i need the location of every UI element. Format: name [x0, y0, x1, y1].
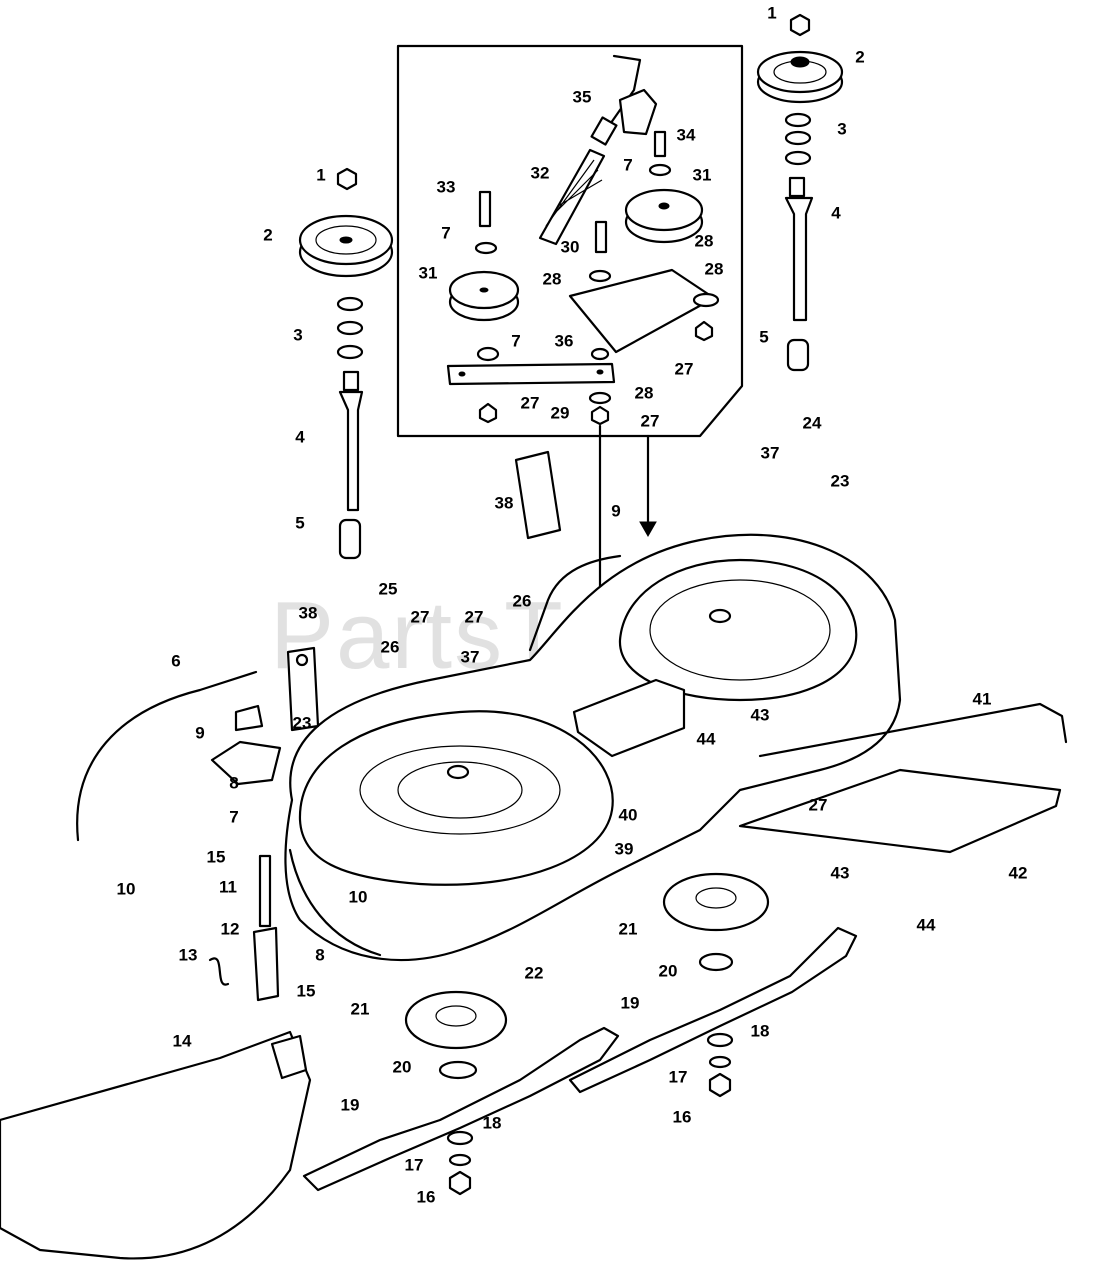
blades	[302, 926, 858, 1192]
callout-c2b: 2	[263, 225, 272, 244]
callout-c31a: 31	[693, 165, 712, 184]
callout-c7a: 7	[229, 807, 238, 826]
callout-c27c: 27	[641, 411, 660, 430]
callout-c9b: 9	[195, 723, 204, 742]
callout-c2a: 2	[855, 47, 864, 66]
callout-c21a: 21	[619, 919, 638, 938]
callout-c27a: 27	[675, 359, 694, 378]
callout-c5a: 5	[759, 327, 768, 346]
callout-c19a: 19	[621, 993, 640, 1012]
callout-c20a: 20	[659, 961, 678, 980]
callout-c4a: 4	[831, 203, 841, 222]
callout-c44b: 44	[917, 915, 936, 934]
callout-c3b: 3	[293, 325, 302, 344]
callout-c27b: 27	[521, 393, 540, 412]
callout-c29: 29	[551, 403, 570, 422]
callout-c38b: 38	[299, 603, 318, 622]
callout-c15a: 15	[207, 847, 226, 866]
callout-c31b: 31	[419, 263, 438, 282]
callout-c30: 30	[561, 237, 580, 256]
callout-c23b: 23	[293, 713, 312, 732]
callout-c32: 32	[531, 163, 550, 182]
callout-c28a: 28	[695, 231, 714, 250]
callout-c36: 36	[555, 331, 574, 350]
callout-c25: 25	[379, 579, 398, 598]
callout-c17a: 17	[669, 1067, 688, 1086]
callout-c40: 40	[619, 805, 638, 824]
callout-c4b: 4	[295, 427, 305, 446]
callout-c11: 11	[219, 877, 237, 896]
callout-c43a: 43	[751, 705, 770, 724]
callout-c27d: 27	[465, 607, 484, 626]
callout-c33: 33	[437, 177, 456, 196]
callout-c12: 12	[221, 919, 240, 938]
callout-c16a: 16	[673, 1107, 692, 1126]
callout-c43b: 43	[831, 863, 850, 882]
callout-c17b: 17	[405, 1155, 424, 1174]
callout-c10b: 10	[349, 887, 368, 906]
callout-c10a: 10	[117, 879, 136, 898]
discharge-chute	[0, 1030, 312, 1260]
callout-c16b: 16	[417, 1187, 436, 1206]
callout-c20b: 20	[393, 1057, 412, 1076]
callout-c1b: 1	[316, 165, 325, 184]
callout-c42: 42	[1009, 863, 1028, 882]
callout-c34: 34	[677, 125, 696, 144]
callout-c21b: 21	[351, 999, 370, 1018]
callout-c6: 6	[171, 651, 180, 670]
callout-c44a: 44	[697, 729, 716, 748]
callout-c23a: 23	[831, 471, 850, 490]
left-hardware	[76, 450, 562, 1002]
callout-c9a: 9	[611, 501, 620, 520]
callout-c7i3: 7	[511, 331, 520, 350]
callout-c37a: 37	[761, 443, 780, 462]
deck-housing	[284, 533, 902, 962]
callout-c7i2: 7	[441, 223, 450, 242]
callout-c18b: 18	[483, 1113, 502, 1132]
blade-arbors	[404, 872, 770, 1196]
callout-c27e: 27	[411, 607, 430, 626]
callout-c13: 13	[179, 945, 198, 964]
left-spindle-stack	[298, 167, 394, 560]
callout-c8a: 8	[229, 773, 238, 792]
idler-assembly-inset	[396, 44, 744, 438]
callout-c37b: 37	[461, 647, 480, 666]
callout-c27f: 27	[809, 795, 828, 814]
callout-c28d: 28	[635, 383, 654, 402]
callout-c5b: 5	[295, 513, 304, 532]
callout-c19b: 19	[341, 1095, 360, 1114]
callout-c41: 41	[973, 689, 992, 708]
inset-contents	[446, 54, 720, 426]
callout-c24: 24	[803, 413, 822, 432]
callout-c8b: 8	[315, 945, 324, 964]
callout-c22: 22	[525, 963, 544, 982]
callout-c14: 14	[173, 1031, 192, 1050]
callout-c3a: 3	[837, 119, 846, 138]
callout-c1a: 1	[767, 3, 776, 22]
callout-c18a: 18	[751, 1021, 770, 1040]
right-spindle-stack	[756, 13, 844, 372]
callout-c39: 39	[615, 839, 634, 858]
callout-c7i1: 7	[623, 155, 632, 174]
callout-c38a: 38	[495, 493, 514, 512]
callout-c15b: 15	[297, 981, 316, 1000]
callout-c28b: 28	[543, 269, 562, 288]
callout-c26a: 26	[513, 591, 532, 610]
callout-c28c: 28	[705, 259, 724, 278]
callout-c26b: 26	[381, 637, 400, 656]
right-baffle	[738, 702, 1068, 854]
callout-c35: 35	[573, 87, 592, 106]
